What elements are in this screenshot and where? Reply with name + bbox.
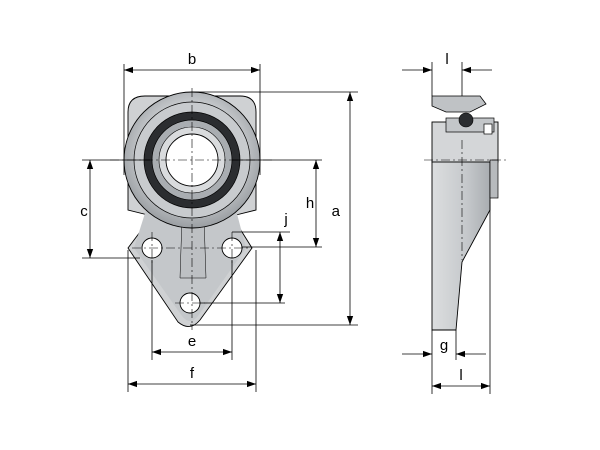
dimension-f-label: f xyxy=(190,365,195,382)
dimension-j-label: j xyxy=(283,211,287,228)
dimension-a-label: a xyxy=(332,203,341,220)
dimension-j: j xyxy=(276,211,288,303)
side-housing-lower xyxy=(489,159,499,199)
side-ball xyxy=(458,112,474,128)
side-view xyxy=(424,95,508,331)
dimension-h-label: h xyxy=(306,195,314,212)
dimension-b-label: b xyxy=(188,51,196,68)
side-set-screw xyxy=(483,123,493,135)
dimension-g-label: g xyxy=(440,337,448,354)
dimension-l-top-label: l xyxy=(445,51,448,68)
dimension-l-bottom: l xyxy=(432,367,490,390)
front-view xyxy=(110,88,272,330)
dimension-h: h xyxy=(306,160,320,247)
dimension-l-bottom-label: l xyxy=(459,367,462,384)
dimension-b: b xyxy=(124,51,260,74)
dimension-e: e xyxy=(152,333,232,356)
side-flange xyxy=(431,159,491,331)
extension-lines-front xyxy=(82,64,358,392)
dimension-e-label: e xyxy=(188,333,196,350)
dimension-a: a xyxy=(332,92,354,325)
side-lock-collar xyxy=(431,95,487,113)
dimension-l-top: l xyxy=(402,51,492,74)
dimension-f: f xyxy=(128,365,256,388)
dimension-c: c xyxy=(80,160,94,258)
dimension-g: g xyxy=(402,337,486,358)
dimension-c-label: c xyxy=(80,203,88,220)
